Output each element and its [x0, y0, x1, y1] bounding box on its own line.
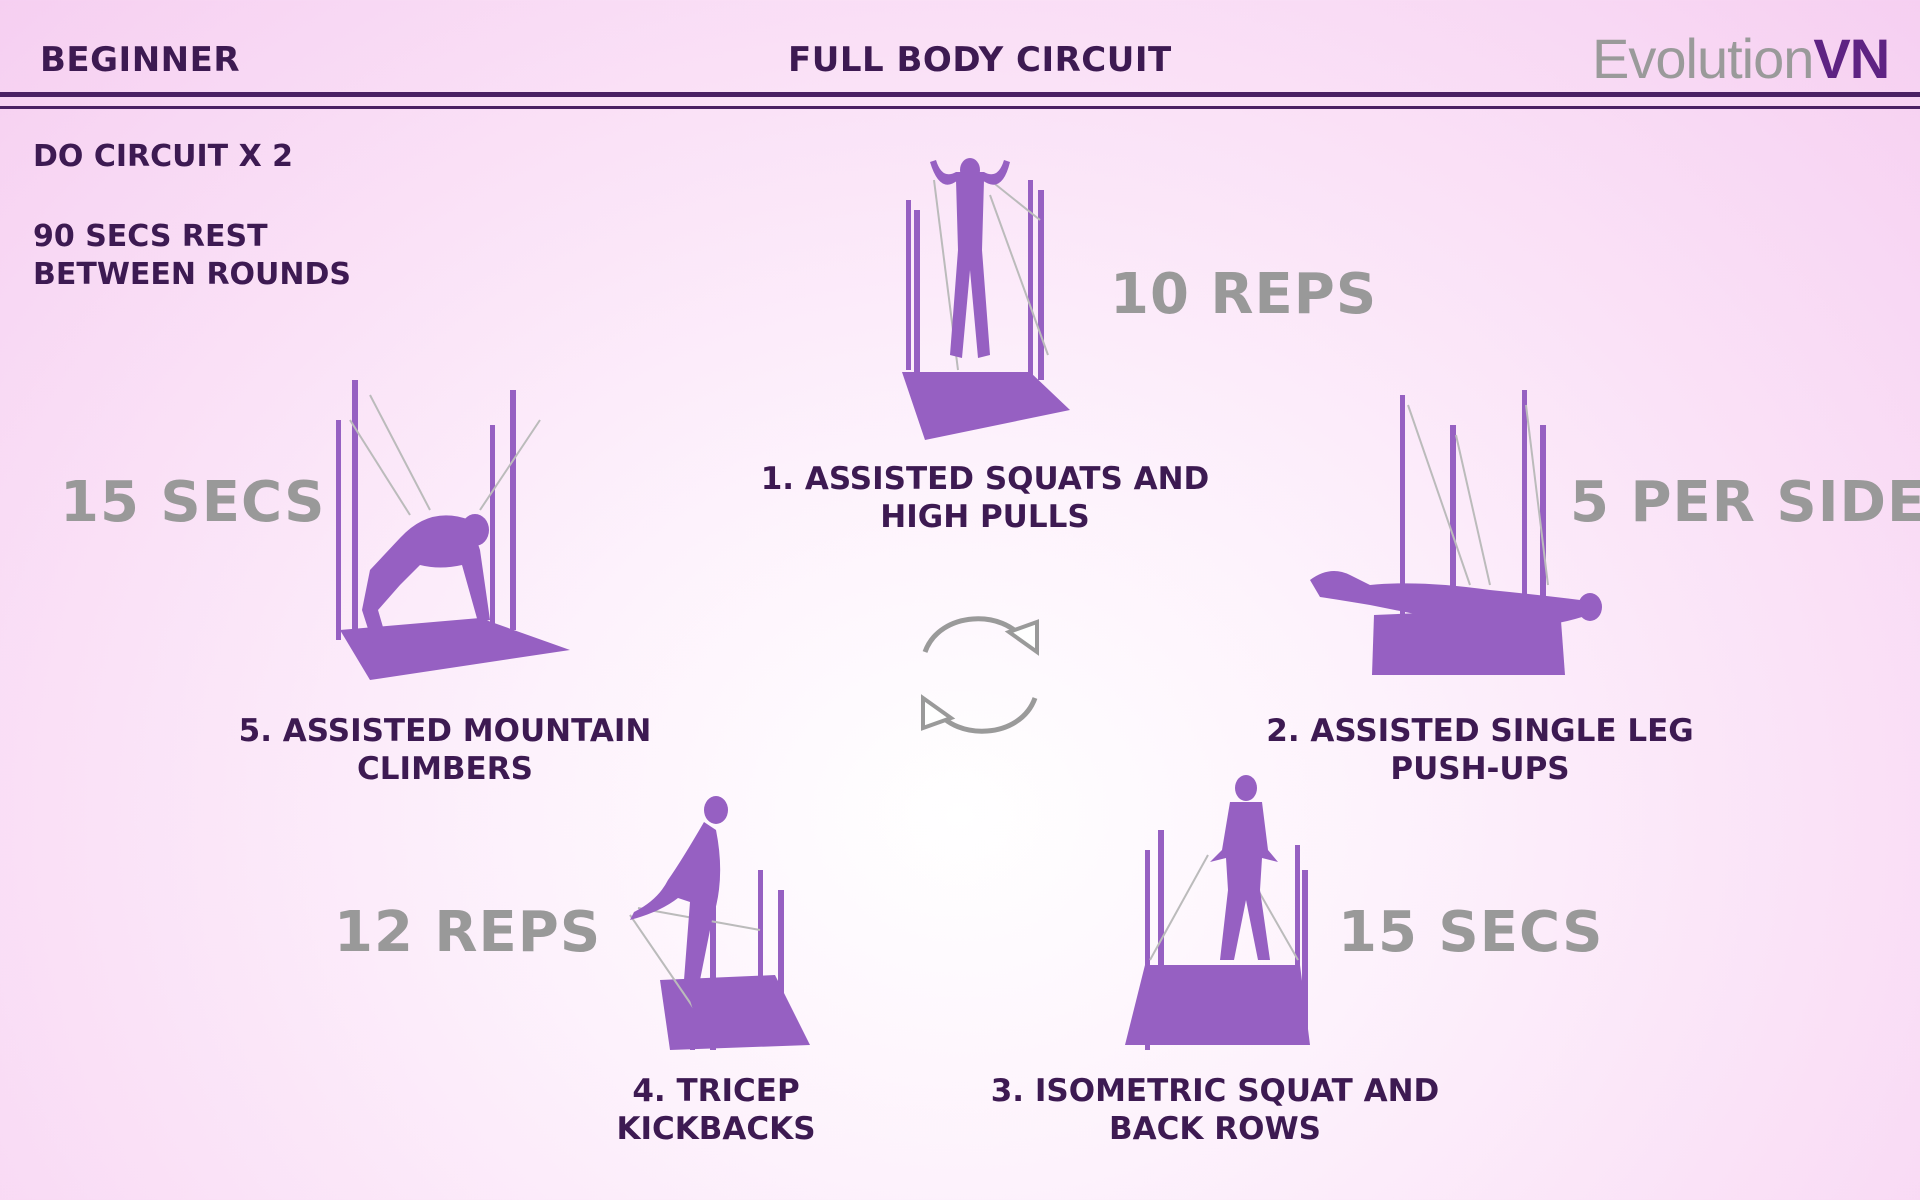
rest-info-line2: BETWEEN ROUNDS	[33, 257, 352, 292]
exercise-1-label-line1: 1. ASSISTED SQUATS AND	[760, 461, 1210, 497]
page-title: FULL BODY CIRCUIT	[788, 40, 1172, 80]
brand-logo: EvolutionVN	[1592, 26, 1890, 91]
exercise-1-label: 1. ASSISTED SQUATS AND HIGH PULLS	[735, 460, 1235, 536]
logo-text-gray: Evolution	[1592, 27, 1814, 90]
amount-exercise-3: 15 SECS	[1338, 900, 1604, 965]
exercise-4-illustration	[629, 796, 810, 1050]
exercise-1-illustration	[902, 158, 1070, 440]
exercise-3-label: 3. ISOMETRIC SQUAT AND BACK ROWS	[965, 1072, 1465, 1148]
exercise-4-label-line2: KICKBACKS	[616, 1111, 816, 1147]
logo-text-purple: VN	[1813, 27, 1890, 90]
amount-exercise-5: 15 SECS	[60, 470, 326, 535]
exercise-5-illustration	[336, 380, 570, 680]
exercise-4-label: 4. TRICEP KICKBACKS	[516, 1072, 916, 1148]
header-divider-thin	[0, 106, 1920, 109]
exercise-4-label-line1: 4. TRICEP	[632, 1073, 800, 1109]
level-label: BEGINNER	[40, 40, 241, 80]
amount-exercise-4: 12 REPS	[334, 900, 602, 965]
amount-exercise-1: 10 REPS	[1110, 262, 1378, 327]
exercise-5-label-line2: CLIMBERS	[357, 751, 533, 787]
exercise-2-label-line1: 2. ASSISTED SINGLE LEG	[1266, 713, 1694, 749]
exercise-1-label-line2: HIGH PULLS	[880, 499, 1090, 535]
exercise-5-label-line1: 5. ASSISTED MOUNTAIN	[238, 713, 652, 749]
amount-exercise-2: 5 PER SIDE	[1570, 470, 1920, 535]
rounds-info: DO CIRCUIT X 2	[33, 139, 294, 174]
exercise-2-illustration	[1310, 390, 1602, 675]
exercise-2-label-line2: PUSH-UPS	[1390, 751, 1570, 787]
exercise-3-illustration	[1125, 775, 1310, 1050]
header-divider	[0, 92, 1920, 97]
rest-info-line1: 90 SECS REST	[33, 219, 268, 254]
exercise-3-label-line2: BACK ROWS	[1109, 1111, 1321, 1147]
cycle-arrows-icon	[921, 616, 1039, 734]
exercise-2-label: 2. ASSISTED SINGLE LEG PUSH-UPS	[1230, 712, 1730, 788]
exercise-3-label-line1: 3. ISOMETRIC SQUAT AND	[990, 1073, 1440, 1109]
exercise-5-label: 5. ASSISTED MOUNTAIN CLIMBERS	[195, 712, 695, 788]
